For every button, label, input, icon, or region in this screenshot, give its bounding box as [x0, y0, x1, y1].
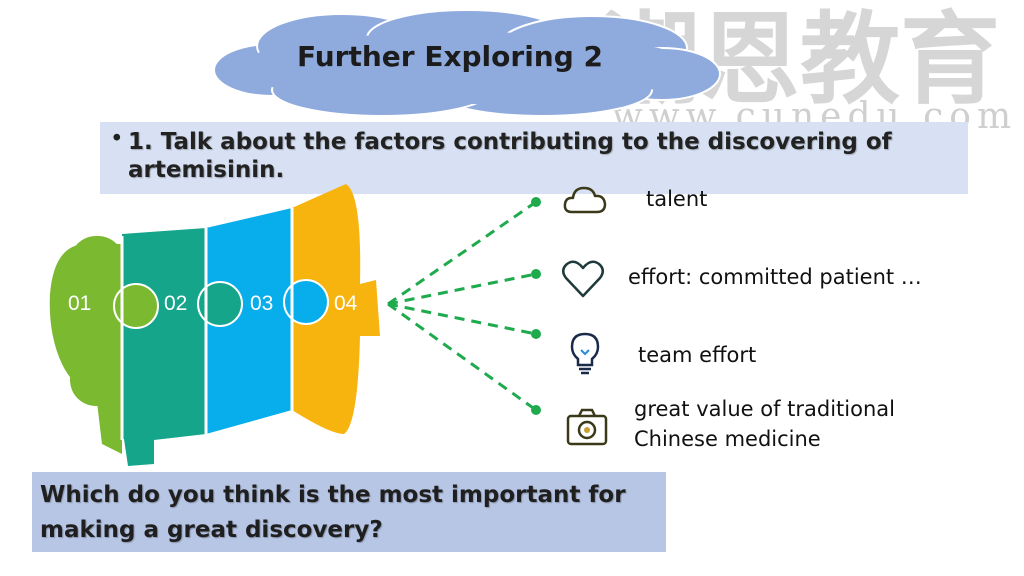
connector-lines [387, 197, 541, 415]
knob-04 [283, 279, 329, 325]
knob-02 [113, 283, 159, 329]
title-cloud [213, 9, 721, 117]
lightbulb-icon [570, 332, 600, 375]
factor-tcm: great value of traditional Chinese medic… [634, 397, 895, 451]
camera-icon [566, 408, 608, 446]
factor-team-effort: team effort [638, 343, 757, 367]
segment-label-04: 04 [334, 292, 358, 315]
topic-box: • 1. Talk about the factors contributing… [100, 122, 968, 194]
question-text: Which do you think is the most important… [40, 482, 626, 543]
question-box: Which do you think is the most important… [32, 472, 666, 552]
segment-03 [206, 208, 292, 434]
dot-3 [531, 329, 541, 339]
dot-4 [531, 405, 541, 415]
segment-01-body [70, 236, 124, 406]
segment-label-02: 02 [164, 292, 187, 315]
page-title: Further Exploring 2 [296, 40, 604, 73]
topic-text: 1. Talk about the factors contributing t… [128, 129, 892, 183]
factor-effort: effort: committed patient … [628, 265, 922, 289]
factor-talent: talent [646, 187, 708, 211]
segment-label-03: 03 [250, 292, 273, 315]
dot-2 [531, 269, 541, 279]
bullet: • [110, 126, 124, 152]
heart-icon [562, 260, 604, 298]
segment-04 [292, 184, 380, 434]
dot-1 [531, 197, 541, 207]
megaphone-graphic: 01 02 03 04 [49, 184, 380, 466]
segment-label-01: 01 [68, 292, 91, 315]
cloud-icon [563, 186, 607, 214]
segment-02 [122, 228, 206, 466]
knob-03 [197, 281, 243, 327]
